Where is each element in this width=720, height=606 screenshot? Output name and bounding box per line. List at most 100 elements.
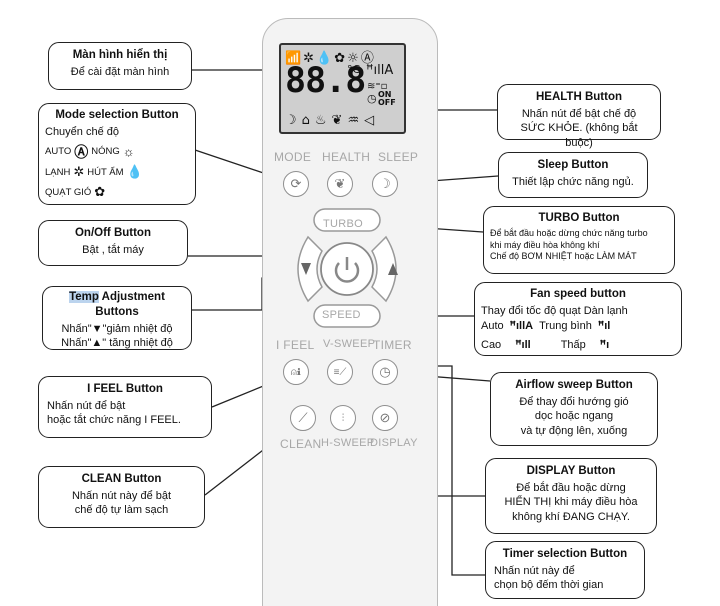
callout-displaybtn-line3: không khí ĐANG CHẠY. — [512, 510, 630, 523]
fan-medium-icon: ꟸıl — [597, 320, 611, 333]
lcd-unit: °C — [347, 63, 361, 76]
callout-clean: CLEAN Button Nhấn nút này để bật chế độ … — [38, 466, 205, 528]
callout-health-line1: Nhấn nút để bật chế độ — [521, 107, 637, 120]
timer-label: TIMER — [373, 338, 412, 352]
refresh-icon: ⟳ — [290, 176, 302, 191]
sleep-label: SLEEP — [378, 150, 419, 164]
callout-turbo: TURBO Button Để bắt đầu hoặc dừng chức n… — [483, 206, 675, 274]
callout-turbo-title: TURBO Button — [538, 212, 620, 224]
callout-displaybtn-line2: HIỂN THỊ khi máy điều hòa — [504, 496, 638, 509]
mode-dry-label: HÚT ẨM — [87, 166, 124, 178]
callout-health-line2: SỨC KHỎE. (không bắt buộc) — [520, 122, 638, 149]
broom-icon: ⟋ — [298, 410, 308, 425]
callout-clean-title: CLEAN Button — [81, 473, 162, 485]
callout-temp: Temp Adjustment Buttons Nhấn"▼"giảm nhiệ… — [42, 286, 192, 350]
callout-sleep: Sleep Button Thiết lập chức năng ngủ. — [498, 152, 648, 198]
mode-auto-label: AUTO — [45, 146, 72, 158]
callout-clean-line1: Nhấn nút này để bật — [71, 489, 172, 502]
display-label: DISPLAY — [370, 437, 418, 449]
callout-airflow-line1: Để thay đổi hướng gió — [519, 395, 629, 408]
callout-mode-desc: Chuyển chế độ — [45, 125, 119, 138]
hsweep-button[interactable]: ⫶ — [330, 405, 356, 431]
hsweep-label: H-SWEEP — [321, 437, 375, 449]
lcd-digits: 88.8 — [285, 61, 366, 101]
health-button[interactable]: ❦ — [327, 171, 353, 197]
callout-airflow-line3: và tự động lên, xuống — [520, 424, 628, 437]
speed-button[interactable]: SPEED — [322, 309, 361, 321]
fan-low-icon: ꟸı — [599, 338, 610, 351]
mode-heat-label: NÓNG — [91, 146, 120, 158]
callout-display-button: DISPLAY Button Để bắt đầu hoặc dừng HIỂN… — [485, 458, 657, 534]
callout-airflow: Airflow sweep Button Để thay đổi hướng g… — [490, 372, 658, 446]
callout-sleep-desc: Thiết lập chức năng ngủ. — [512, 175, 634, 188]
vsweep-button[interactable]: ≡⟋ — [327, 359, 353, 385]
callout-temp-title-highlight: Temp — [69, 291, 99, 303]
callout-onoff-desc: Bật , tắt máy — [82, 243, 144, 256]
clock-icon: ◷ — [367, 92, 377, 105]
power-button[interactable] — [322, 245, 372, 295]
mode-label: MODE — [274, 150, 312, 164]
callout-onoff: On/Off Button Bật , tắt máy — [38, 220, 188, 266]
callout-mode-title: Mode selection Button — [55, 109, 179, 121]
callout-timer-title: Timer selection Button — [502, 548, 628, 560]
lcd-on-label: ON — [378, 90, 392, 99]
timer-button[interactable]: ◷ — [372, 359, 398, 385]
callout-timer-line1: Nhấn nút này để — [494, 564, 575, 577]
callout-fan-speed: Fan speed button Thay đổi tốc độ quạt Dà… — [474, 282, 682, 356]
callout-timer: Timer selection Button Nhấn nút này để c… — [485, 541, 645, 599]
callout-turbo-line3: Chế độ BƠM NHIỆT hoặc LÀM MÁT — [490, 251, 637, 262]
nav-pad — [297, 208, 398, 328]
callout-ifeel-title: I FEEL Button — [87, 383, 163, 395]
temp-down-button[interactable] — [294, 240, 316, 300]
lcd-mode-icons: 📶✲💧✿☼Ⓐ — [285, 51, 376, 66]
callout-display-title: Màn hình hiển thị — [72, 49, 168, 61]
callout-displaybtn-line1: Để bắt đầu hoặc dừng — [516, 481, 626, 494]
water-drop-icon: 💧 — [126, 164, 143, 180]
callout-ifeel-line2: hoặc tắt chức năng I FEEL. — [47, 414, 181, 427]
mode-fan-label: QUẠT GIÓ — [45, 186, 92, 198]
lcd-function-icons: ☽⌂♨❦♒◁ — [285, 113, 380, 128]
horizontal-sweep-icon: ⫶ — [341, 412, 345, 424]
callout-mode: Mode selection Button Chuyển chế độ AUTO… — [38, 103, 196, 205]
vertical-sweep-icon: ≡⟋ — [333, 366, 347, 378]
display-button[interactable]: ⊘ — [372, 405, 398, 431]
ifeel-button[interactable]: ⍝ℹ — [283, 359, 309, 385]
callout-display: Màn hình hiển thị Để cài đặt màn hình — [48, 42, 192, 90]
callout-turbo-line2: khi máy điều hòa không khí — [490, 239, 600, 250]
callout-fan-title: Fan speed button — [530, 288, 626, 300]
temp-up-button[interactable] — [374, 240, 396, 300]
mode-button[interactable]: ⟳ — [283, 171, 309, 197]
clock-icon: ◷ — [379, 364, 391, 379]
callout-temp-line1: Nhấn"▼"giảm nhiệt độ — [61, 322, 173, 335]
person-thermometer-icon: ⍝ℹ — [290, 366, 302, 378]
ifeel-label: I FEEL — [276, 338, 315, 352]
sleep-button[interactable]: ☽ — [372, 171, 398, 197]
callout-temp-title: Adjustment Buttons — [95, 291, 165, 318]
vsweep-label: V-SWEEP — [323, 338, 376, 350]
callout-sleep-title: Sleep Button — [537, 159, 609, 171]
callout-turbo-line1: Để bắt đầu hoặc dừng chức năng turbo — [490, 227, 648, 238]
callout-temp-line2: Nhấn"▲" tăng nhiệt độ — [61, 337, 173, 350]
callout-display-desc: Để cài đặt màn hình — [70, 65, 170, 78]
callout-ifeel-line1: Nhấn nút để bật — [47, 399, 126, 412]
snowflake-icon: ✲ — [73, 164, 85, 180]
airflow-icon: ≋⁼▫ — [367, 81, 388, 92]
fan-low-label: Thấp — [560, 338, 586, 351]
callout-timer-line2: chọn bộ đếm thời gian — [494, 579, 604, 592]
callout-airflow-title: Airflow sweep Button — [515, 379, 633, 391]
callout-displaybtn-title: DISPLAY Button — [526, 465, 616, 477]
clean-button[interactable]: ⟋ — [290, 405, 316, 431]
lcd-off-label: OFF — [378, 98, 396, 107]
callout-health: HEALTH Button Nhấn nút để bật chế độ SỨC… — [497, 84, 661, 149]
clean-label: CLEAN — [280, 437, 322, 451]
sun-icon: ☼ — [122, 143, 135, 159]
turbo-button[interactable]: TURBO — [323, 218, 363, 230]
health-label: HEALTH — [322, 150, 371, 164]
fan-high-icon: ꟸıll — [515, 338, 531, 351]
callout-clean-line2: chế độ tự làm sạch — [74, 504, 169, 517]
callout-onoff-title: On/Off Button — [74, 227, 151, 239]
callout-ifeel: I FEEL Button Nhấn nút để bật hoặc tắt c… — [38, 376, 212, 438]
fan-medium-label: Trung bình — [539, 320, 592, 333]
callout-health-title: HEALTH Button — [535, 91, 622, 103]
